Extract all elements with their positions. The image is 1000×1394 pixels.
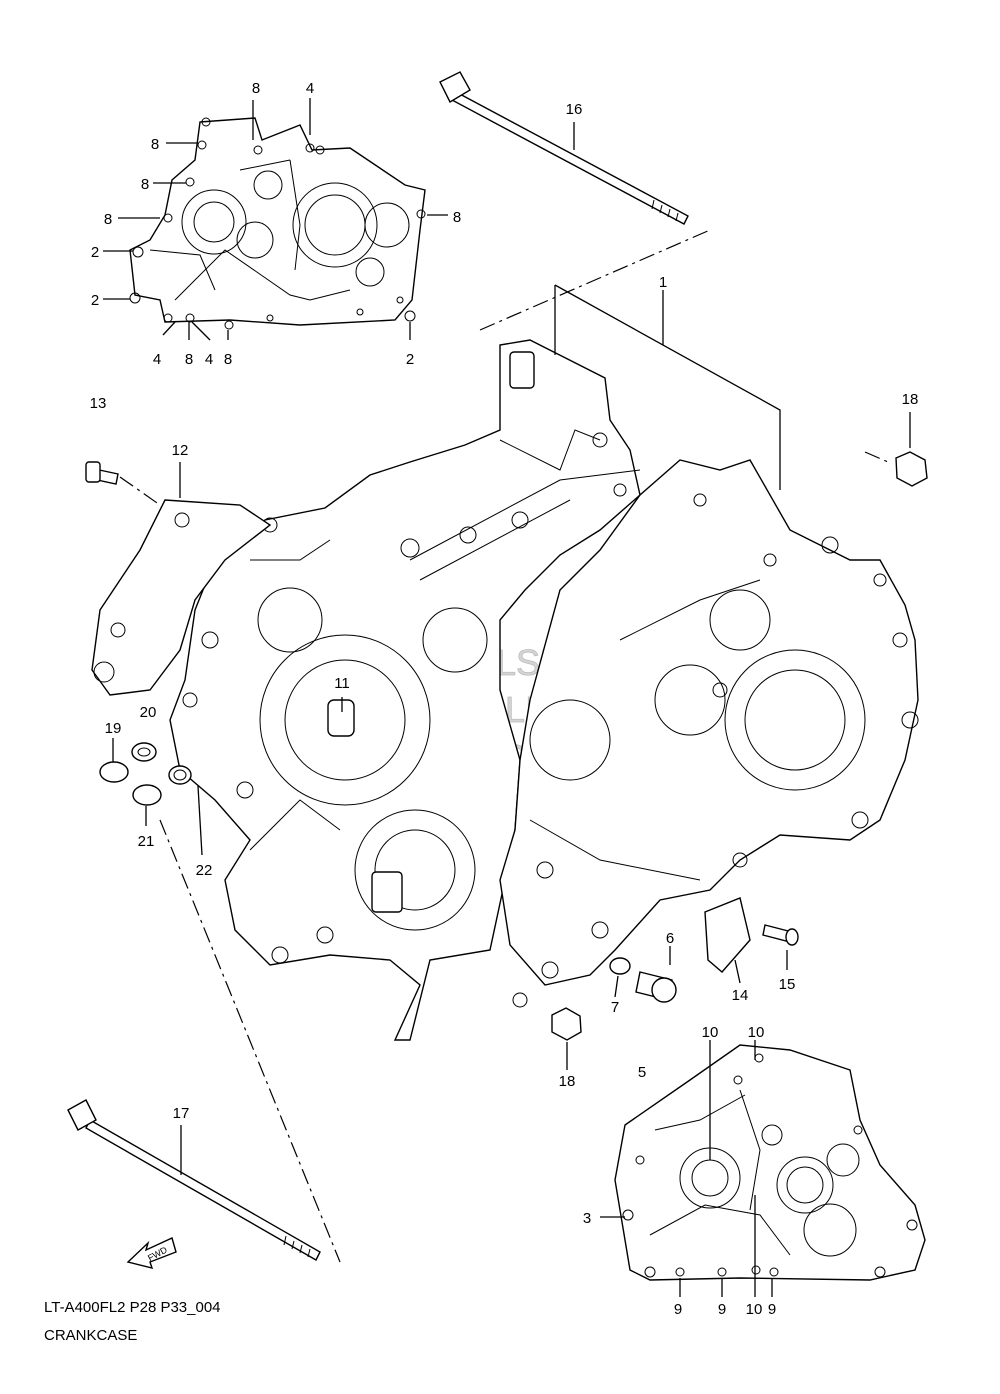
callout-8: 8 [104,211,112,228]
callout-12: 12 [172,442,189,459]
callout-8: 8 [141,176,149,193]
callout-2: 2 [406,351,414,368]
reference-lines [119,229,889,1263]
callout-2: 2 [91,292,99,309]
callout-14: 14 [732,987,749,1004]
forward-arrow: FWD [126,1237,177,1269]
callout-4: 4 [205,351,213,368]
callout-10: 10 [746,1301,763,1318]
crankcase-half-right-view [614,1044,926,1281]
callout-4: 4 [153,351,161,368]
callout-1: 1 [659,274,667,291]
leader-lines [103,98,911,1297]
callout-7: 7 [611,999,619,1016]
crankcase-assembly [169,339,919,1041]
callouts: 8 4 8 8 8 8 2 2 4 8 4 8 2 16 1 13 18 12 … [90,80,919,1318]
small-parts [85,451,928,1041]
callout-9: 9 [674,1301,682,1318]
callout-13: 13 [90,395,107,412]
callout-8: 8 [252,80,260,97]
callout-2: 2 [91,244,99,261]
callout-17: 17 [173,1105,190,1122]
callout-3: 3 [583,1210,591,1227]
callout-21: 21 [138,833,155,850]
callout-22: 22 [196,862,213,879]
bolt-17 [67,1099,321,1261]
diagram-title: CRANKCASE [44,1327,137,1344]
callout-8: 8 [224,351,232,368]
callout-8: 8 [453,209,461,226]
diagram-code: LT-A400FL2 P28 P33_004 [44,1299,221,1316]
callout-10: 10 [702,1024,719,1041]
callout-18: 18 [559,1073,576,1090]
callout-4: 4 [306,80,314,97]
callout-9: 9 [768,1301,776,1318]
callout-16: 16 [566,101,583,118]
callout-11: 11 [334,675,350,692]
callout-15: 15 [779,976,796,993]
callout-8: 8 [185,351,193,368]
callout-10: 10 [748,1024,765,1041]
bolt-16 [439,71,689,225]
callout-5: 5 [638,1064,646,1081]
crankcase-half-left-view [129,117,426,330]
callout-6: 6 [666,930,674,947]
callout-18: 18 [902,391,919,408]
callout-20: 20 [140,704,157,721]
callout-19: 19 [105,720,122,737]
callout-8: 8 [151,136,159,153]
callout-9: 9 [718,1301,726,1318]
caption: LT-A400FL2 P28 P33_004 CRANKCASE [44,1299,221,1344]
gasket-12 [91,499,272,696]
